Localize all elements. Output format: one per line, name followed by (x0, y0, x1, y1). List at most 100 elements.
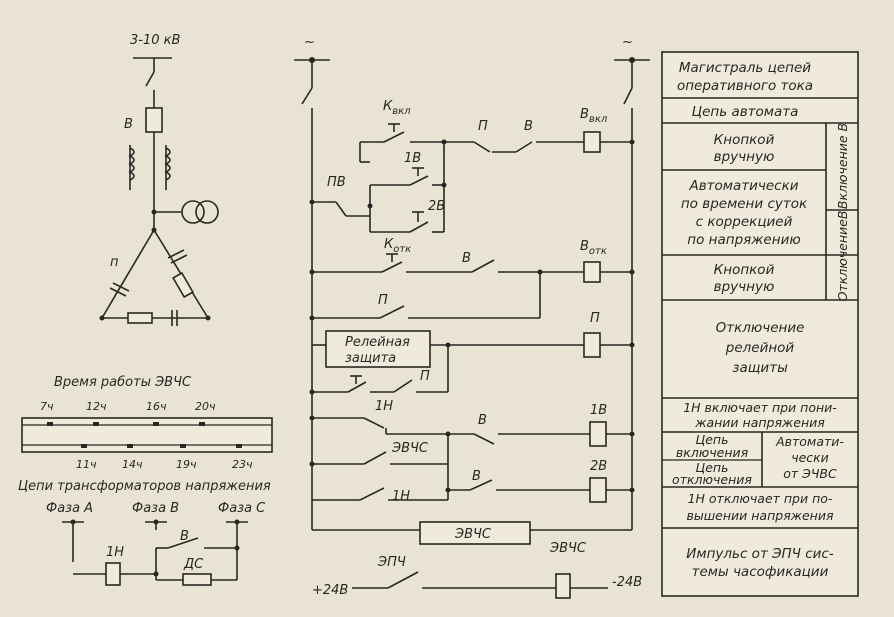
v-label: В (524, 119, 533, 134)
time-16: 16ч (146, 400, 167, 413)
relay-protection-box (325, 330, 431, 368)
tbl-r3b: вручную (714, 149, 775, 165)
tbl-r8d: отключения (672, 472, 752, 487)
tbl-r4b: по времени суток (681, 196, 808, 212)
coil-v-otk (583, 261, 601, 283)
tbl-r5a: Кнопкой (714, 262, 775, 278)
tbl-r8a: Цепь (696, 432, 729, 447)
vt-title: Цепи трансформаторов напряжения (18, 479, 271, 494)
time-schedule: Время работы ЭВЧС 7ч 12ч 16ч 20ч 11ч 14ч… (21, 375, 273, 471)
breaker-label: В (124, 117, 133, 132)
relay-prot-2: защита (345, 351, 396, 366)
tbl-r7a: 1Н включает при пони- (683, 400, 837, 415)
tbl-r10b: темы часофикации (692, 564, 829, 580)
c2v-label: 2В (428, 199, 445, 214)
tbl-r5b: вручную (714, 279, 775, 295)
relay-prot-1: Релейная (345, 335, 410, 350)
plus24-label: +24В (312, 583, 348, 598)
tbl-side1: Включение В (835, 123, 850, 209)
time-20: 20ч (195, 400, 216, 413)
voltage-transformer (181, 200, 205, 224)
phase-a-label: Фаза А (46, 501, 93, 516)
power-circuit: 3-10 кВ В (99, 33, 219, 326)
relay-1n-label: 1Н (106, 545, 124, 560)
ac-left-label: ~ (304, 35, 315, 50)
phase-c-label: Фаза С (218, 501, 266, 516)
p-label: П (478, 119, 488, 134)
time-12: 12ч (86, 400, 107, 413)
coil-1v-label: 1В (590, 403, 607, 418)
phase-b-label: Фаза В (132, 501, 179, 516)
tbl-r8f: чески (791, 450, 829, 465)
tbl-r8g: от ЭЧВС (783, 466, 837, 481)
c-1n-label: 1Н (375, 399, 393, 414)
resistor-ds-label: ДС (183, 557, 204, 572)
k-otk-label: Котк (384, 237, 411, 255)
delta-label: п (110, 255, 119, 270)
coil-p (583, 332, 601, 358)
time-14: 14ч (122, 458, 143, 471)
minus24-label: -24В (612, 575, 642, 590)
evchs-bottom-coil (555, 573, 571, 599)
contact-v-label: В (180, 529, 189, 544)
disconnector (145, 71, 155, 87)
c1v-label: 1В (404, 151, 421, 166)
right-switch (623, 87, 633, 105)
tbl-r6c: защиты (732, 360, 788, 376)
relay-1n-coil (105, 562, 121, 586)
p-contact-label: П (378, 293, 388, 308)
vt-circuit: Цепи трансформаторов напряжения Фаза А Ф… (18, 479, 271, 586)
current-transformer-coils (128, 145, 171, 190)
tbl-r4c: с коррекцией (696, 214, 793, 230)
coil-1v (589, 421, 607, 447)
capacitor-delta (99, 227, 211, 326)
coil-2v-label: 2В (590, 459, 607, 474)
v-vkl-label: Ввкл (580, 107, 608, 125)
control-circuit: ~ ~ ЭВЧС Квкл П В Ввкл (294, 35, 650, 599)
v-b-label: В (472, 469, 481, 484)
tbl-r10a: Импульс от ЭПЧ сис- (686, 546, 834, 562)
coil-v-vkl (583, 131, 601, 153)
time-11: 11ч (76, 458, 97, 471)
tbl-r7b: жании напряжения (694, 415, 825, 430)
p-contact2-label: П (420, 369, 430, 384)
evchs-contact-label: ЭВЧС (391, 441, 429, 456)
fuse (145, 107, 163, 133)
tbl-r2: Цепь автомата (692, 104, 799, 120)
p-coil-label: П (590, 311, 600, 326)
tbl-r4a: Автоматически (688, 178, 798, 194)
v-otk-label: Вотк (580, 239, 607, 257)
evchs-bottom-label: ЭВЧС (549, 541, 587, 556)
tbl-r8e: Автомати- (775, 434, 844, 449)
c-1n-2-label: 1Н (392, 489, 410, 504)
tbl-r8b: включения (676, 445, 749, 460)
tbl-r4d: по напряжению (687, 232, 800, 248)
evchs-coil-label: ЭВЧС (454, 527, 492, 542)
tbl-r6a: Отключение (716, 320, 805, 336)
tbl-side2: ОтключениеВ (835, 211, 850, 302)
left-switch (301, 87, 313, 105)
v-a-label: В (478, 413, 487, 428)
time-19: 19ч (176, 458, 197, 471)
tbl-r1b: оперативного тока (677, 78, 813, 94)
tbl-r1a: Магистраль цепей (679, 60, 811, 76)
time-title: Время работы ЭВЧС (54, 375, 192, 390)
tbl-r6b: релейной (725, 340, 795, 356)
coil-2v (589, 477, 607, 503)
epch-label: ЭПЧ (377, 555, 406, 570)
tbl-r9b: вышении напряжения (687, 508, 834, 523)
pv-label: ПВ (327, 175, 346, 190)
voltage-label: 3-10 кВ (130, 33, 180, 48)
k-vkl-label: Квкл (383, 99, 411, 117)
resistor-ds (182, 573, 212, 586)
legend-table: Магистраль цепей оперативного тока Цепь … (661, 51, 859, 597)
time-7: 7ч (40, 400, 54, 413)
evchs-coil (419, 521, 531, 545)
tbl-r8c: Цепь (696, 460, 729, 475)
ac-right-label: ~ (622, 35, 633, 50)
v-otk-contact-label: В (462, 251, 471, 266)
time-bar (21, 417, 273, 453)
tbl-r9a: 1Н отключает при по- (688, 491, 833, 506)
